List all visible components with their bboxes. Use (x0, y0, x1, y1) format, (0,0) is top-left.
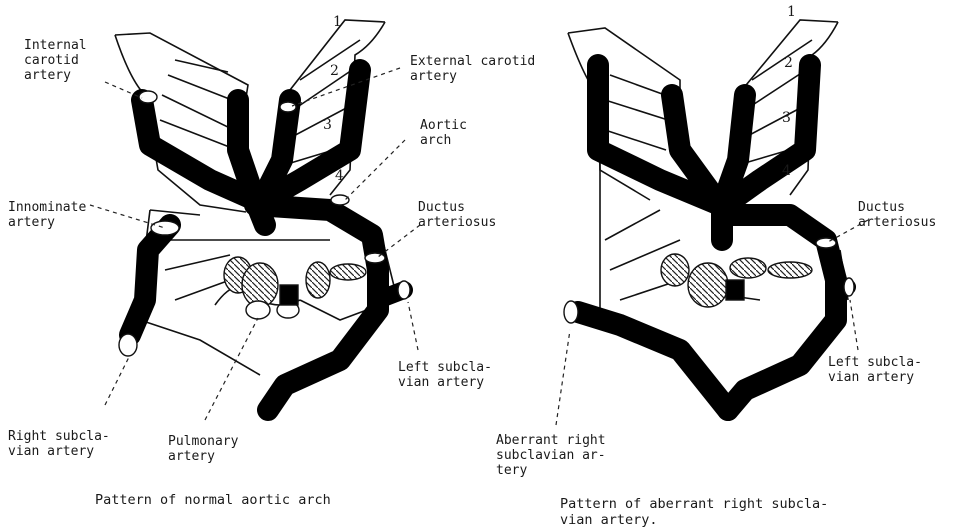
arch-number-3: 3 (323, 117, 332, 133)
normal-arch-figure (90, 20, 420, 420)
label-external-carotid-artery: External carotid artery (410, 54, 535, 84)
aberrant-arch-figure (556, 20, 868, 425)
arch-number-4: 4 (335, 168, 344, 184)
arch-number-2: 2 (330, 63, 339, 79)
label-pulmonary-artery: Pulmonary artery (168, 434, 238, 464)
caption-normal-aortic-arch: Pattern of normal aortic arch (95, 492, 331, 508)
label-aberrant-right-subclavian-artery: Aberrant right subclavian ar- tery (496, 433, 606, 478)
label-internal-carotid-artery: Internal carotid artery (24, 38, 87, 83)
arch-number-2-aberrant: 2 (784, 55, 793, 71)
arch-number-1-aberrant: 1 (787, 4, 796, 20)
label-ductus-arteriosus-aberrant: Ductus arteriosus (858, 200, 936, 230)
label-left-subclavian-artery: Left subcla- vian artery (398, 360, 492, 390)
arch-number-4-aberrant: 4 (782, 163, 791, 179)
label-innominate-artery: Innominate artery (8, 200, 86, 230)
caption-aberrant-right-subclavian: Pattern of aberrant right subcla- vian a… (560, 496, 828, 528)
arch-number-3-aberrant: 3 (782, 110, 791, 126)
arch-number-1: 1 (333, 14, 342, 30)
label-ductus-arteriosus: Ductus arteriosus (418, 200, 496, 230)
label-right-subclavian-artery: Right subcla- vian artery (8, 429, 110, 459)
label-left-subclavian-artery-aberrant: Left subcla- vian artery (828, 355, 922, 385)
label-aortic-arch: Aortic arch (420, 118, 467, 148)
